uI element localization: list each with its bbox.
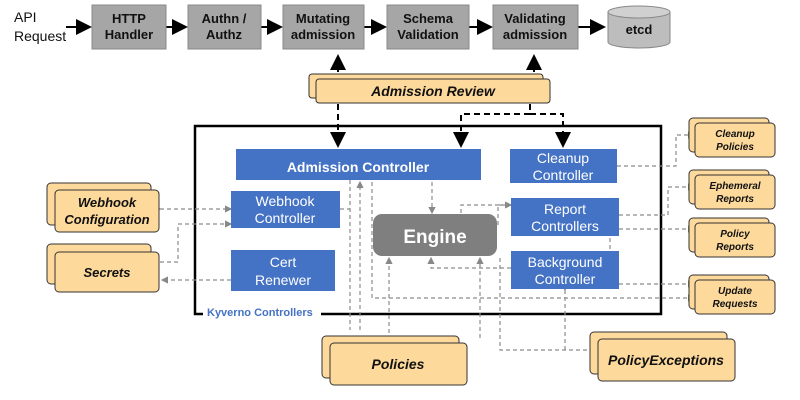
svg-text:Validation: Validation: [397, 27, 458, 42]
svg-text:Cert: Cert: [270, 254, 297, 270]
svg-text:Mutating: Mutating: [296, 11, 350, 26]
webhook-arrows: [330, 54, 542, 72]
kyverno-controllers-container: Kyverno Controllers: [193, 124, 663, 320]
policies-note: Policies: [321, 335, 468, 386]
admission-controller-box: Admission Controller: [236, 149, 481, 180]
ephemeral-reports-note: Ephemeral Reports: [688, 169, 776, 210]
svg-text:admission: admission: [291, 27, 355, 42]
svg-text:Secrets: Secrets: [84, 265, 131, 280]
svg-text:Policies: Policies: [716, 142, 754, 153]
svg-text:Ephemeral: Ephemeral: [709, 181, 760, 192]
svg-text:Engine: Engine: [403, 227, 466, 248]
svg-text:Controller: Controller: [255, 210, 316, 226]
svg-text:etcd: etcd: [626, 22, 653, 37]
svg-text:Cleanup: Cleanup: [537, 150, 589, 166]
svg-text:Request: Request: [14, 28, 66, 44]
secrets-note: Secrets: [46, 243, 160, 293]
svg-text:Policy: Policy: [720, 229, 750, 240]
svg-text:Policies: Policies: [372, 356, 425, 372]
schema-validation-stage: Schema Validation: [386, 4, 470, 50]
authn-authz-stage: Authn / Authz: [187, 4, 262, 50]
svg-text:Authz: Authz: [206, 27, 243, 42]
svg-text:Schema: Schema: [403, 11, 454, 26]
cleanup-controller-box: Cleanup Controller: [510, 149, 617, 183]
mutating-admission-stage: Mutating admission: [282, 4, 365, 50]
svg-text:Controller: Controller: [535, 271, 596, 287]
svg-text:Validating: Validating: [504, 11, 565, 26]
cert-renewer-box: Cert Renewer: [231, 250, 335, 291]
svg-text:Reports: Reports: [716, 242, 754, 253]
validating-admission-stage: Validating admission: [492, 4, 579, 50]
background-controller-box: Background Controller: [511, 251, 619, 289]
svg-text:Update: Update: [718, 286, 752, 297]
policy-reports-note: Policy Reports: [688, 217, 776, 258]
http-handler-stage: HTTP Handler: [91, 4, 167, 50]
svg-text:Webhook: Webhook: [256, 193, 316, 209]
svg-text:Controller: Controller: [533, 167, 594, 183]
svg-text:Configuration: Configuration: [64, 212, 149, 227]
svg-text:Admission Controller: Admission Controller: [287, 159, 430, 175]
webhook-configuration-note: Webhook Configuration: [46, 182, 160, 233]
svg-text:HTTP: HTTP: [112, 11, 146, 26]
update-requests-note: Update Requests: [688, 274, 776, 315]
svg-text:API: API: [14, 9, 37, 25]
svg-text:Handler: Handler: [105, 27, 153, 42]
svg-text:Reports: Reports: [716, 194, 754, 205]
cleanup-policies-note: Cleanup Policies: [688, 117, 776, 158]
svg-text:Cleanup: Cleanup: [715, 129, 754, 140]
svg-text:PolicyExceptions: PolicyExceptions: [608, 352, 724, 368]
svg-text:Webhook: Webhook: [78, 195, 137, 210]
engine-box: Engine: [373, 214, 497, 256]
admission-review-note: Admission Review: [308, 73, 551, 104]
api-request-label: API Request: [14, 9, 66, 44]
svg-text:Requests: Requests: [712, 299, 757, 310]
internal-connectors: [154, 131, 696, 352]
svg-text:Report: Report: [544, 201, 586, 217]
policy-exceptions-note: PolicyExceptions: [589, 331, 736, 382]
svg-text:Authn /: Authn /: [202, 11, 247, 26]
svg-text:Background: Background: [528, 254, 603, 270]
webhook-controller-box: Webhook Controller: [231, 191, 340, 228]
svg-text:Renewer: Renewer: [255, 272, 311, 288]
svg-text:Admission Review: Admission Review: [370, 83, 496, 99]
svg-text:admission: admission: [503, 27, 567, 42]
svg-text:Kyverno Controllers: Kyverno Controllers: [207, 307, 313, 319]
svg-text:Controllers: Controllers: [531, 218, 599, 234]
report-controllers-box: Report Controllers: [511, 198, 619, 236]
etcd-database-icon: etcd: [607, 5, 671, 49]
